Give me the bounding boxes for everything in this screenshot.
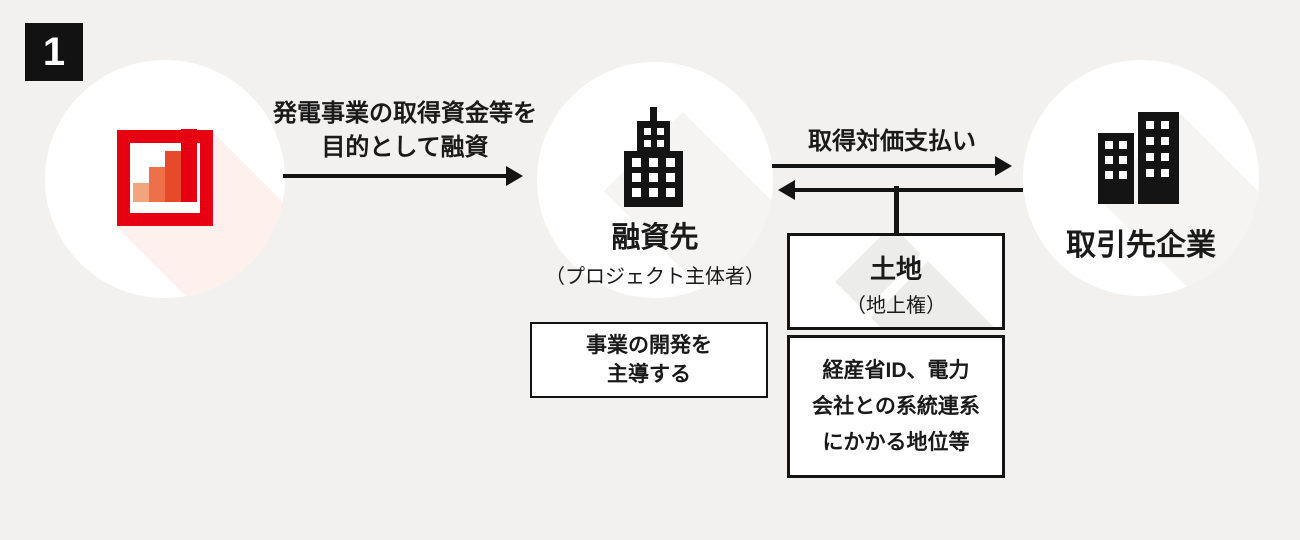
loan-label-line2: 目的として融資: [321, 134, 489, 161]
land-title: 土地: [869, 254, 922, 284]
transfer-arrow: [778, 180, 1023, 200]
arrow-left-icon: [778, 180, 795, 200]
payment-arrow: [772, 156, 1012, 176]
arrow-right-icon: [995, 156, 1012, 176]
arrow-right-icon: [506, 166, 523, 186]
partner-title: 取引先企業: [1066, 229, 1216, 262]
payment-arrow-shaft: [772, 164, 999, 168]
land-connector-line: [894, 186, 899, 234]
rights-box-line2: 会社との系統連系: [812, 394, 980, 418]
logo-bar-1: [133, 183, 149, 202]
rights-box-line1: 経産省ID、電力: [822, 358, 970, 382]
borrower-subtitle: （プロジェクト主体者）: [545, 266, 765, 288]
loan-arrow: [283, 166, 523, 186]
partner-circle: [1023, 60, 1259, 296]
rights-box-line3: にかかる地位等: [822, 430, 970, 454]
land-subtitle: （地上権）: [846, 295, 946, 317]
logo-bar-2: [149, 167, 165, 202]
loan-arrow-shaft: [283, 174, 510, 178]
borrower-title: 融資先: [611, 222, 699, 254]
lender-circle: [45, 60, 285, 298]
step-number-badge: 1: [25, 23, 83, 81]
payment-arrow-label: 取得対価支払い: [808, 128, 976, 155]
transfer-arrow-shaft: [791, 188, 1023, 192]
land-box: 土地 （地上権）: [787, 233, 1005, 330]
loan-arrow-label: 発電事業の取得資金等を 目的として融資: [250, 97, 560, 165]
logo-bar-4: [181, 129, 197, 202]
bank-logo-icon: [117, 129, 213, 226]
develop-box-line2: 主導する: [607, 363, 691, 386]
loan-label-line1: 発電事業の取得資金等を: [273, 100, 537, 127]
office-building-icon: [624, 107, 683, 207]
borrower-circle: [537, 62, 773, 298]
rights-box: 経産省ID、電力 会社との系統連系 にかかる地位等: [787, 335, 1005, 478]
two-office-buildings-icon: [1098, 112, 1179, 204]
step-number: 1: [42, 29, 66, 74]
logo-bar-3: [165, 151, 181, 202]
develop-box-line1: 事業の開発を: [586, 334, 712, 357]
develop-box: 事業の開発を 主導する: [530, 322, 768, 398]
